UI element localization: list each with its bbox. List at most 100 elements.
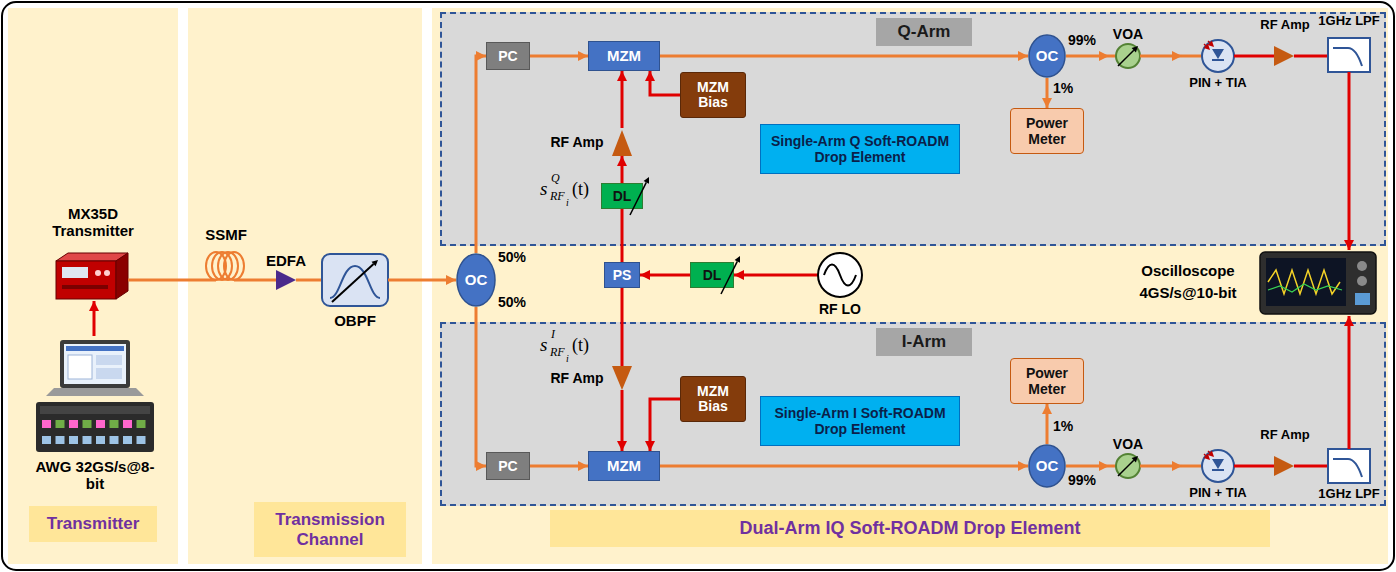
icon-part <box>388 279 392 282</box>
icon-part <box>1357 276 1367 286</box>
icon-part <box>1118 50 1134 66</box>
icon-part <box>1208 41 1214 47</box>
icon-graphic <box>1120 250 1382 316</box>
icon-part <box>1212 49 1224 59</box>
node-label: OC <box>465 271 488 288</box>
icon-part <box>1212 59 1224 61</box>
icon-part <box>110 436 119 444</box>
icon-part <box>1132 46 1138 52</box>
node-label: RF Amp <box>1258 428 1312 443</box>
arm-title: Q-Arm <box>876 18 972 46</box>
icon-part <box>1258 465 1274 468</box>
icon-part <box>1328 449 1370 483</box>
node-label: Single-Arm I Soft-ROADM Drop Element <box>763 405 957 437</box>
node-label: MZM <box>607 457 641 474</box>
node-label: AWG 32GS/s@8-bit <box>30 458 160 493</box>
icon-part <box>1202 40 1234 72</box>
icon-part <box>1234 55 1254 58</box>
icon-part <box>1316 55 1328 58</box>
modulator-box: MZM <box>588 41 660 71</box>
icon-part <box>1116 454 1140 478</box>
icon-part <box>1208 41 1210 43</box>
arm-region: Q-ArmPCMZMMZM BiasRF AmpDLSingle-Arm Q S… <box>440 12 1386 246</box>
low-pass-filter: 1GHz LPF <box>1316 14 1382 74</box>
icon-part <box>1182 55 1202 58</box>
optical-coupler: OC <box>456 253 496 307</box>
node-label: Single-Arm Q Soft-ROADM Drop Element <box>763 133 957 165</box>
node-label: RF Amp <box>546 370 608 386</box>
icon-part <box>644 177 649 184</box>
fiber-spool: SSMF <box>196 226 256 288</box>
bias-box: MZM Bias <box>680 376 746 422</box>
icon-part <box>104 270 110 276</box>
icon-part <box>224 252 244 280</box>
ratio-label: 1% <box>1053 418 1073 434</box>
icon-part <box>234 279 256 282</box>
bandpass-filter: OBPF <box>318 254 392 334</box>
icon-part <box>1208 451 1210 453</box>
icon-part <box>1204 454 1206 456</box>
oscilloscope: Oscilloscope4GS/s@10-bit <box>1120 250 1382 316</box>
icon-part <box>1294 55 1312 58</box>
icon-part <box>612 130 632 156</box>
ratio-label: 99% <box>1068 472 1096 488</box>
icon-part <box>332 264 374 302</box>
icon-part <box>372 260 379 266</box>
node-label: Power Meter <box>1013 365 1081 397</box>
node-label: RF Amp <box>546 134 608 150</box>
icon-part <box>96 436 105 444</box>
icon-part <box>137 436 146 444</box>
icon-part <box>1294 465 1312 468</box>
icon-part <box>64 344 126 384</box>
node-label: PIN + TIA <box>1182 486 1254 501</box>
node-label: 1GHz LPF <box>1316 14 1382 29</box>
icon-part <box>818 253 862 297</box>
icon-part <box>1266 258 1346 306</box>
icon-part <box>1268 270 1340 294</box>
icon-part <box>60 340 130 388</box>
node-label: VOA <box>1109 26 1147 42</box>
section-title: Transmission Channel <box>254 502 406 557</box>
section-panel: Transmitter MX35D TransmitterAWG 32GS/s@8… <box>8 8 178 564</box>
node-label: SSMF <box>196 226 256 243</box>
signal-symbol: s <box>540 334 547 356</box>
node-label: MZM <box>607 47 641 64</box>
icon-part <box>1029 445 1065 487</box>
signal-symbol: (t) <box>572 335 589 356</box>
node-label: PIN + TIA <box>1182 76 1254 91</box>
element-label-box: Single-Arm Q Soft-ROADM Drop Element <box>760 124 960 174</box>
power-splitter: PS <box>604 262 640 288</box>
icon-part <box>1140 55 1147 58</box>
icon-part <box>1132 456 1138 462</box>
signal-superscript: I <box>551 328 555 342</box>
icon-part <box>56 261 116 299</box>
photodetector: PIN + TIA <box>1182 38 1254 96</box>
delay-line: DL <box>601 183 643 209</box>
icon-part <box>1212 469 1224 471</box>
node-label: 4GS/s@10-bit <box>1120 284 1256 301</box>
rf-oscillator: RF LO <box>808 251 872 321</box>
icon-part <box>1118 460 1134 476</box>
section-panel: Transmission ChannelSSMFEDFAOBPF <box>188 8 422 564</box>
transmitter-device: MX35D Transmitter <box>40 205 146 301</box>
section-title: Transmitter <box>29 506 157 542</box>
icon-part <box>46 388 144 396</box>
icon-part <box>69 436 78 444</box>
icon-part <box>110 420 119 428</box>
node-label: OC <box>1036 457 1059 474</box>
icon-part <box>1208 451 1214 457</box>
node-label: MZM Bias <box>683 384 743 415</box>
delay-line: DL <box>690 262 734 288</box>
icon-part <box>1234 465 1254 468</box>
bias-box: MZM Bias <box>680 72 746 118</box>
icon-part <box>96 420 105 428</box>
rf-amplifier: RF Amp <box>546 366 634 390</box>
icon-part <box>1268 284 1342 292</box>
node-label: DL <box>613 188 632 204</box>
optical-coupler: OC <box>1028 444 1066 488</box>
icon-part <box>83 420 92 428</box>
ratio-label: 1% <box>1053 80 1073 96</box>
icon-part <box>116 253 128 299</box>
icon-part <box>1328 38 1370 72</box>
